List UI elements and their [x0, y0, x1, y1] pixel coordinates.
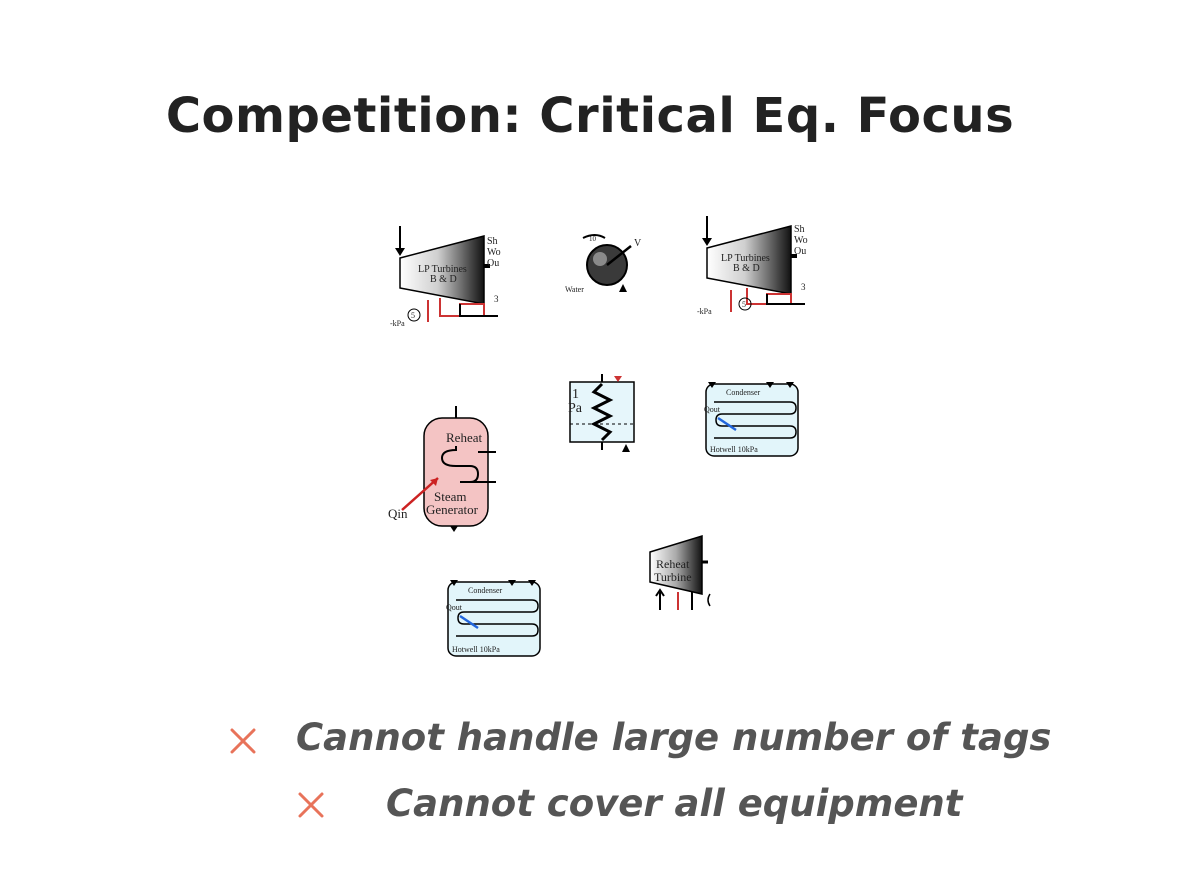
svg-text:-kPa: -kPa	[697, 307, 712, 316]
steam-generator-diagram: Reheat Steam Generator Qin	[386, 406, 496, 532]
svg-text:3: 3	[494, 294, 499, 304]
svg-text:V: V	[634, 238, 642, 249]
bullet-text-1: Cannot handle large number of tags	[296, 716, 1052, 759]
svg-text:Wo: Wo	[487, 247, 501, 258]
reheat-turbine-diagram: Reheat Turbine	[648, 532, 718, 612]
pump-diagram: 10 V Water	[565, 232, 645, 294]
bullet-text-2: Cannot cover all equipment	[386, 782, 963, 825]
svg-text:1: 1	[572, 387, 579, 402]
svg-text:B & D: B & D	[430, 274, 457, 285]
svg-text:10: 10	[589, 235, 597, 243]
svg-text:5: 5	[742, 300, 746, 309]
svg-text:Hotwell 10kPa: Hotwell 10kPa	[452, 645, 500, 654]
svg-text:Ou: Ou	[794, 246, 806, 257]
svg-text:Water: Water	[565, 285, 584, 294]
svg-text:5: 5	[411, 311, 415, 320]
svg-text:Reheat: Reheat	[446, 430, 482, 445]
heater-diagram: 1 Pa	[566, 372, 636, 452]
svg-text:-kPa: -kPa	[390, 319, 405, 328]
condenser-diagram-2: Condenser Qout Hotwell 10kPa	[442, 574, 546, 662]
svg-text:Hotwell 10kPa: Hotwell 10kPa	[710, 445, 758, 454]
x-icon	[298, 792, 324, 818]
svg-text:Sh: Sh	[794, 224, 805, 235]
condenser-diagram-1: Condenser Qout Hotwell 10kPa	[700, 376, 804, 462]
svg-text:Pa: Pa	[568, 401, 583, 416]
svg-text:Qin: Qin	[388, 506, 408, 521]
svg-text:Reheat: Reheat	[656, 557, 690, 571]
svg-text:Turbine: Turbine	[654, 570, 692, 584]
svg-text:Ou: Ou	[487, 258, 499, 269]
svg-text:Steam: Steam	[434, 489, 467, 504]
turbine-label-2: LP Turbines	[721, 253, 770, 264]
svg-text:Condenser: Condenser	[468, 586, 503, 595]
svg-text:Wo: Wo	[794, 235, 808, 246]
svg-text:Sh: Sh	[487, 236, 498, 247]
svg-text:Qout: Qout	[446, 603, 463, 612]
svg-text:B & D: B & D	[733, 263, 760, 274]
lp-turbine-diagram-1: LP Turbines B & D Sh Wo Ou 5 3 -kPa	[386, 222, 516, 328]
lp-turbine-diagram-2: LP Turbines B & D Sh Wo Ou 5 3 -kPa	[693, 212, 823, 316]
svg-text:3: 3	[801, 282, 806, 292]
slide-title: Competition: Critical Eq. Focus	[165, 88, 1015, 144]
svg-text:Generator: Generator	[426, 502, 479, 517]
turbine-label-1: LP Turbines	[418, 264, 467, 275]
svg-text:Condenser: Condenser	[726, 388, 761, 397]
x-icon	[230, 728, 256, 754]
svg-text:Qout: Qout	[704, 405, 721, 414]
